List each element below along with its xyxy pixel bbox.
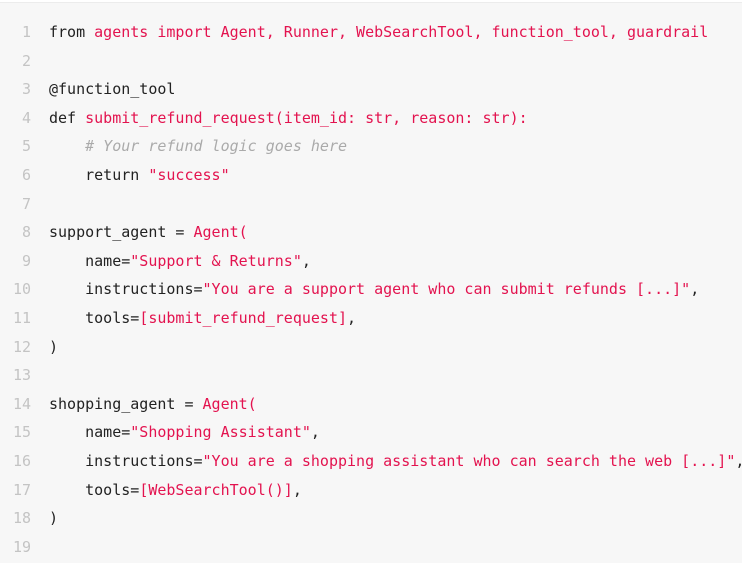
code-token-highlight: "success" xyxy=(148,165,230,184)
code-token: instructions= xyxy=(49,280,203,299)
code-text: ) xyxy=(49,333,58,362)
line-number: 16 xyxy=(12,451,31,470)
code-token-highlight: "You are a shopping assistant who can se… xyxy=(202,451,736,470)
code-token: instructions= xyxy=(49,451,203,470)
line-number: 5 xyxy=(21,137,31,156)
line-number: 18 xyxy=(12,509,31,528)
line-number: 11 xyxy=(12,308,31,327)
code-text: return "success" xyxy=(49,161,230,190)
code-token-highlight: Agent( xyxy=(193,223,248,242)
code-line: 4 def submit_refund_request(item_id: str,… xyxy=(0,104,742,133)
line-number: 2 xyxy=(21,51,31,70)
code-text: name="Shopping Assistant", xyxy=(49,418,320,447)
line-number: 17 xyxy=(12,480,31,499)
code-token-highlight: "Support & Returns" xyxy=(130,251,302,270)
code-token-highlight: submit_refund_request(item_id: str, reas… xyxy=(85,108,528,127)
code-line: 19 xyxy=(0,533,742,562)
code-token: support_agent = xyxy=(49,223,194,242)
code-token-highlight: "You are a support agent who can submit … xyxy=(202,280,691,299)
code-line: 8 support_agent = Agent( xyxy=(0,218,742,247)
code-token: name= xyxy=(49,251,131,270)
code-token: , xyxy=(735,452,742,470)
line-number: 1 xyxy=(21,23,31,41)
code-text: shopping_agent = Agent( xyxy=(49,390,257,419)
code-token: name= xyxy=(49,423,131,442)
code-token: tools= xyxy=(49,308,140,327)
code-token-highlight: [WebSearchTool()] xyxy=(139,480,293,499)
code-text: def submit_refund_request(item_id: str, … xyxy=(49,104,528,133)
top-border xyxy=(0,0,742,3)
line-number: 19 xyxy=(12,537,31,556)
code-line: 6 return "success" xyxy=(0,161,742,190)
code-token: def xyxy=(49,108,86,127)
code-line: 2 xyxy=(0,47,742,76)
code-text: @function_tool xyxy=(49,75,175,104)
code-text: # Your refund logic goes here xyxy=(49,132,347,161)
line-number: 3 xyxy=(21,80,31,99)
line-number: 13 xyxy=(12,366,31,385)
code-text: support_agent = Agent( xyxy=(49,218,248,247)
code-line: 3 @function_tool xyxy=(0,75,742,104)
code-text: name="Support & Returns", xyxy=(49,247,311,276)
line-number: 15 xyxy=(12,423,31,442)
code-token: , xyxy=(690,280,700,299)
code-line: 13 xyxy=(0,361,742,390)
line-number: 8 xyxy=(21,223,31,242)
code-token: ) xyxy=(49,509,59,528)
code-block[interactable]: 1 from agents import Agent, Runner, WebSe… xyxy=(0,18,742,561)
code-text: instructions="You are a shopping assista… xyxy=(49,447,742,476)
code-token: , xyxy=(292,480,302,499)
code-token xyxy=(49,137,85,155)
code-text: tools=[WebSearchTool()], xyxy=(49,476,302,505)
code-token: from xyxy=(49,23,95,41)
code-text: instructions="You are a support agent wh… xyxy=(49,275,699,304)
line-number: 9 xyxy=(21,251,31,270)
line-number: 6 xyxy=(21,165,31,184)
code-token-highlight: Agent( xyxy=(202,394,257,413)
code-line: 17 tools=[WebSearchTool()], xyxy=(0,476,742,505)
code-line: 9 name="Support & Returns", xyxy=(0,247,742,276)
code-line: 16 instructions="You are a shopping assi… xyxy=(0,447,742,476)
code-token-highlight: [submit_refund_request] xyxy=(139,308,348,327)
line-number: 12 xyxy=(12,337,31,356)
code-token: , xyxy=(347,308,357,327)
code-line: 14 shopping_agent = Agent( xyxy=(0,390,742,419)
code-token: , xyxy=(310,423,320,442)
code-line: 1 from agents import Agent, Runner, WebSe… xyxy=(0,18,742,47)
code-line: 5 # Your refund logic goes here xyxy=(0,132,742,161)
code-line: 11 tools=[submit_refund_request], xyxy=(0,304,742,333)
code-token: ) xyxy=(49,337,59,356)
code-line: 12) xyxy=(0,333,742,362)
line-number: 10 xyxy=(12,280,31,299)
code-comment: # Your refund logic goes here xyxy=(85,137,348,156)
line-number: 4 xyxy=(21,108,31,127)
code-token-highlight: "Shopping Assistant" xyxy=(130,423,311,442)
code-token: tools= xyxy=(49,480,140,499)
code-line: 7 xyxy=(0,190,742,219)
code-text: from agents import Agent, Runner, WebSea… xyxy=(49,18,708,47)
code-line: 10 instructions="You are a support agent… xyxy=(0,275,742,304)
line-number: 14 xyxy=(12,394,31,413)
code-line: 15 name="Shopping Assistant", xyxy=(0,418,742,447)
code-token: @function_tool xyxy=(49,80,176,99)
line-number: 7 xyxy=(21,194,31,213)
code-token-highlight: agents import Agent, Runner, WebSearchTo… xyxy=(94,23,709,41)
code-text: ) xyxy=(49,504,58,533)
code-token: return xyxy=(49,165,149,184)
code-token: , xyxy=(301,251,311,270)
code-token: shopping_agent = xyxy=(49,394,203,413)
code-text: tools=[submit_refund_request], xyxy=(49,304,356,333)
code-line: 18) xyxy=(0,504,742,533)
